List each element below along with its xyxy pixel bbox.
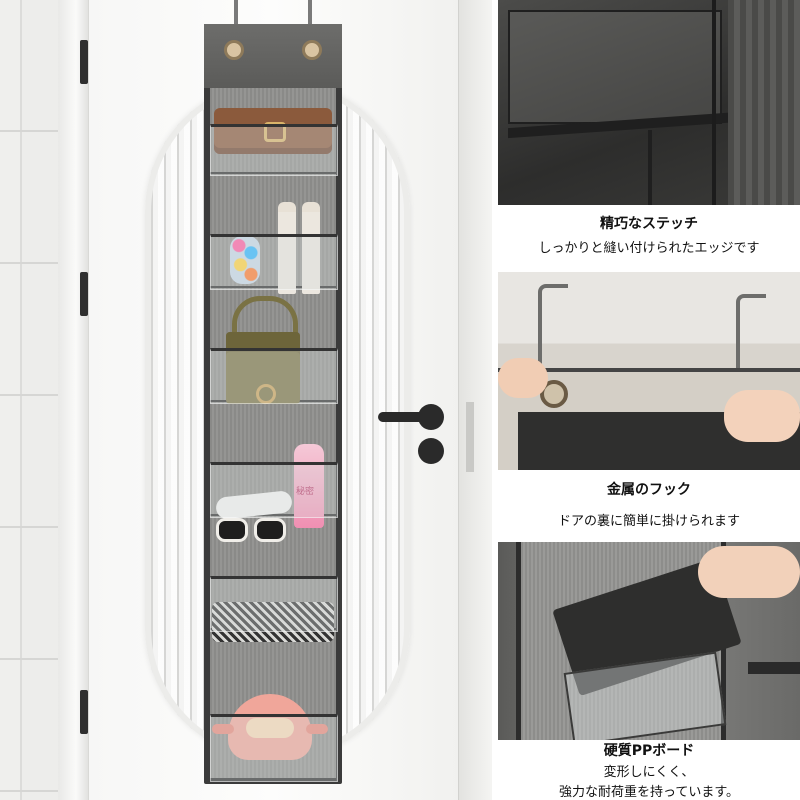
- clear-pocket: [210, 348, 338, 404]
- olive-bag-handle: [232, 296, 298, 339]
- door-frame-right: [458, 0, 492, 800]
- clear-pocket: [210, 462, 338, 518]
- tile-wall: [0, 0, 58, 800]
- metal-hook: [234, 0, 238, 28]
- clear-pocket: [210, 576, 338, 632]
- brown-clutch-bag: [214, 108, 332, 154]
- door-hinge: [80, 40, 88, 84]
- toy-balloon-dog: [230, 236, 260, 284]
- houndstooth-scarf: [212, 602, 334, 642]
- door-handle: [378, 412, 434, 422]
- feature-title: 硬質PPボード: [603, 743, 695, 759]
- door-frame: [58, 0, 88, 800]
- feature-description: しっかりと縫い付けられたエッジです: [538, 241, 760, 256]
- feature-description: ドアの裏に簡単に掛けられます: [557, 514, 740, 529]
- door-handle-rose: [418, 404, 444, 430]
- feature-description: 変形しにくく、: [603, 765, 695, 780]
- grommet-icon: [224, 40, 244, 60]
- clear-pocket: [210, 714, 338, 782]
- latch-plate: [466, 402, 474, 472]
- metal-hook: [308, 0, 312, 28]
- pink-bottle: 秘密: [294, 444, 324, 528]
- cosmetic-bottle: [302, 202, 320, 294]
- door-lock: [418, 438, 444, 464]
- sunglasses: [216, 518, 286, 542]
- door-hinge: [80, 272, 88, 316]
- feature-title: 金属のフック: [607, 482, 691, 498]
- cosmetic-bottle: [278, 202, 296, 294]
- plush-toy: [212, 694, 328, 760]
- olive-handbag: [226, 332, 300, 404]
- detail-photo-hooks: [498, 272, 800, 470]
- grommet-icon: [302, 40, 322, 60]
- feature-title: 精巧なステッチ: [600, 216, 698, 232]
- organizer-header: [204, 24, 342, 88]
- bottle-label: 秘密: [296, 487, 315, 497]
- door-hinge: [80, 690, 88, 734]
- detail-photo-stitching: [498, 0, 800, 205]
- feature-description: 強力な耐荷重を持っています。: [558, 785, 740, 800]
- clear-pocket: [210, 234, 338, 290]
- clear-pocket: [210, 124, 338, 176]
- detail-photo-pp-board: [498, 542, 800, 740]
- hanging-organizer: 秘密: [204, 0, 342, 784]
- main-product-scene: 秘密: [0, 0, 492, 800]
